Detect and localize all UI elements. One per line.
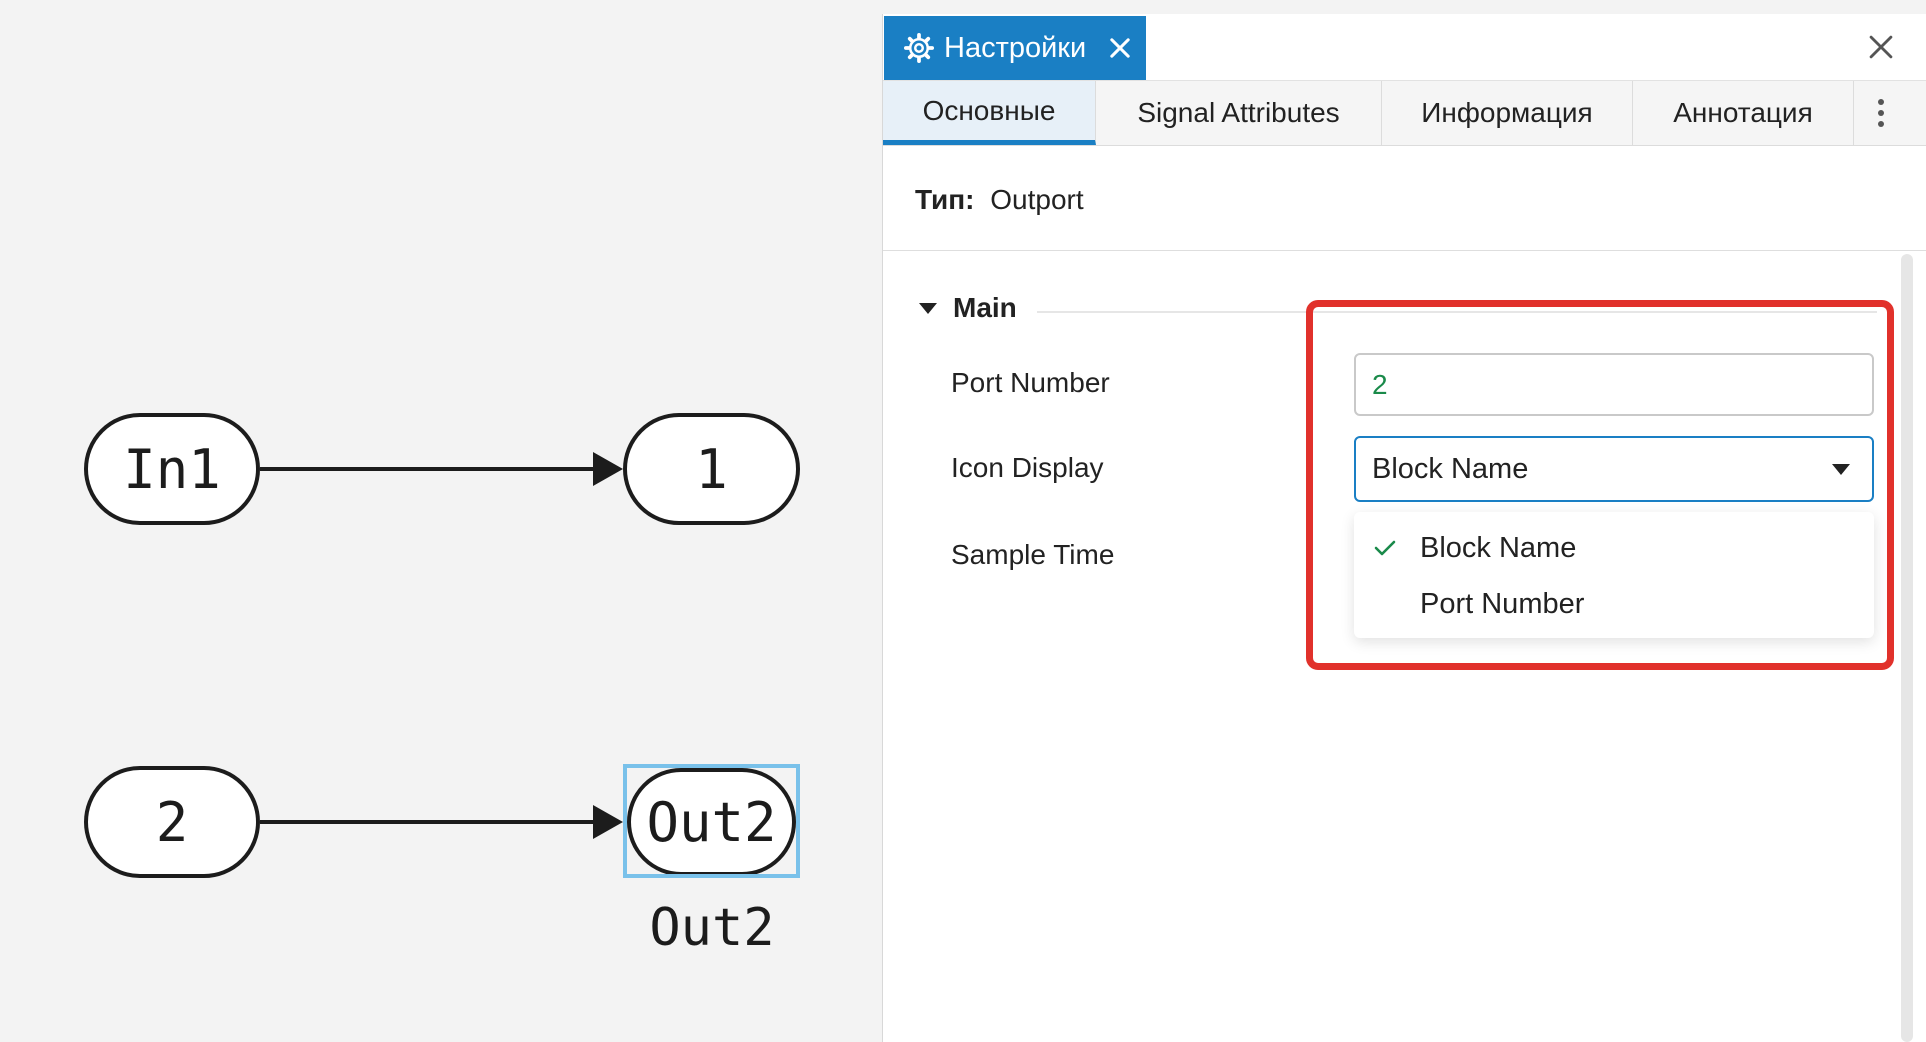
inport-block-2[interactable]: 2: [84, 766, 260, 878]
option-block-name[interactable]: Block Name: [1354, 520, 1874, 576]
outport-block-1[interactable]: 1: [623, 413, 800, 525]
type-value: Outport: [990, 184, 1084, 215]
signal-line-2[interactable]: [260, 820, 594, 824]
tab-settings-label: Настройки: [944, 31, 1087, 64]
tab-annotation[interactable]: Аннотация: [1633, 81, 1854, 145]
close-tab-icon[interactable]: [1106, 34, 1134, 62]
selection-frame: [623, 764, 800, 878]
tab-settings[interactable]: Настройки: [884, 16, 1146, 80]
panel-tab-bar: Настройки: [883, 14, 1926, 81]
icon-display-select[interactable]: Block Name: [1354, 436, 1874, 502]
section-title: Main: [953, 292, 1017, 323]
option-port-number[interactable]: Port Number: [1354, 576, 1874, 632]
model-canvas[interactable]: In1 1 2 Out2 Out2: [0, 0, 882, 1042]
dropdown-caret-icon: [1832, 463, 1850, 475]
port-number-label: Port Number: [951, 367, 1110, 398]
signal-arrow-1: [593, 452, 623, 486]
block-name-caption[interactable]: Out2: [649, 898, 775, 958]
icon-display-value: Block Name: [1372, 452, 1529, 485]
properties-panel: Настройки Основные Signal Attributes Инф…: [882, 14, 1926, 1042]
option-label: Block Name: [1420, 531, 1577, 564]
port-number-input[interactable]: [1354, 353, 1874, 416]
more-options-icon[interactable]: [1854, 81, 1908, 145]
gear-icon: [904, 33, 934, 63]
close-icon[interactable]: [1864, 30, 1898, 64]
section-divider: [1037, 311, 1877, 313]
icon-display-label: Icon Display: [951, 452, 1104, 483]
icon-display-dropdown: Block Name Port Number: [1354, 512, 1874, 638]
option-label: Port Number: [1420, 587, 1585, 620]
type-key: Тип:: [915, 184, 975, 215]
divider: [883, 250, 1926, 251]
tab-basic[interactable]: Основные: [883, 81, 1096, 145]
tab-signal-attributes[interactable]: Signal Attributes: [1096, 81, 1382, 145]
inport-block-in1[interactable]: In1: [84, 413, 260, 525]
signal-arrow-2: [593, 805, 623, 839]
tab-information[interactable]: Информация: [1382, 81, 1633, 145]
section-main-toggle[interactable]: Main: [919, 292, 1017, 324]
block-type-row: Тип: Outport: [915, 184, 1084, 216]
property-tabs: Основные Signal Attributes Информация Ан…: [883, 81, 1926, 146]
check-icon: [1374, 540, 1396, 556]
sample-time-label: Sample Time: [951, 539, 1115, 570]
outport-block-out2[interactable]: Out2: [627, 768, 796, 876]
collapse-triangle-icon: [919, 302, 937, 314]
signal-line-1[interactable]: [260, 467, 594, 471]
highlight-box: [1306, 300, 1894, 670]
scrollbar[interactable]: [1901, 254, 1913, 1042]
